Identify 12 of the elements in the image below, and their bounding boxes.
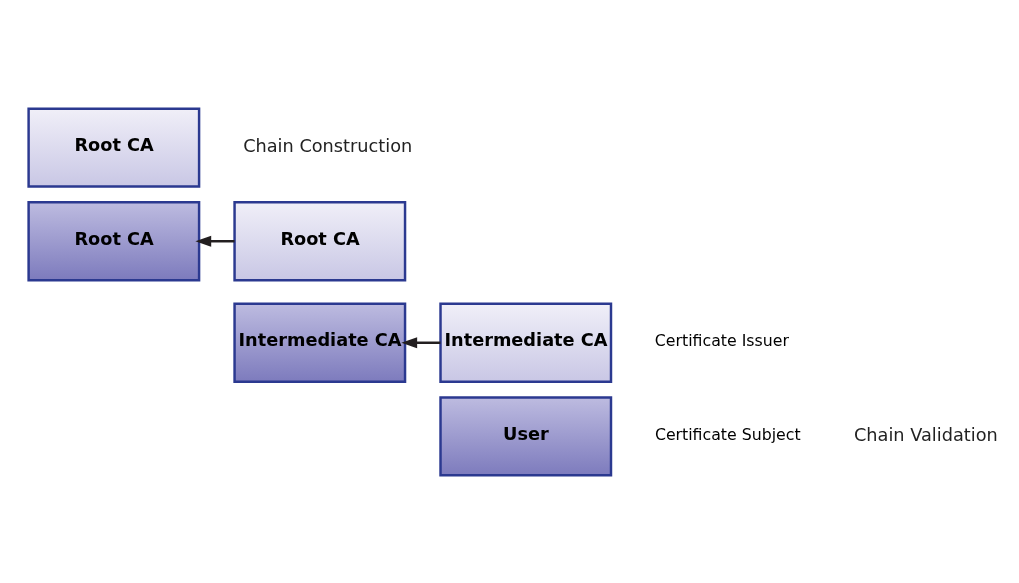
node-box: Root CA	[27, 200, 201, 281]
node-box: Intermediate CA	[439, 302, 613, 383]
label: Chain Construction	[243, 135, 413, 156]
node-box: Intermediate CA	[233, 302, 407, 383]
arrow	[195, 235, 235, 247]
label: Chain Validation	[853, 424, 998, 445]
node-label: Certificate Issuer	[654, 330, 789, 350]
node-box: Root CA	[27, 106, 201, 188]
node-label: Certificate Subject	[654, 424, 801, 444]
arrow	[401, 336, 441, 348]
node-box: User	[439, 395, 613, 477]
node-box: Root CA	[233, 200, 407, 281]
